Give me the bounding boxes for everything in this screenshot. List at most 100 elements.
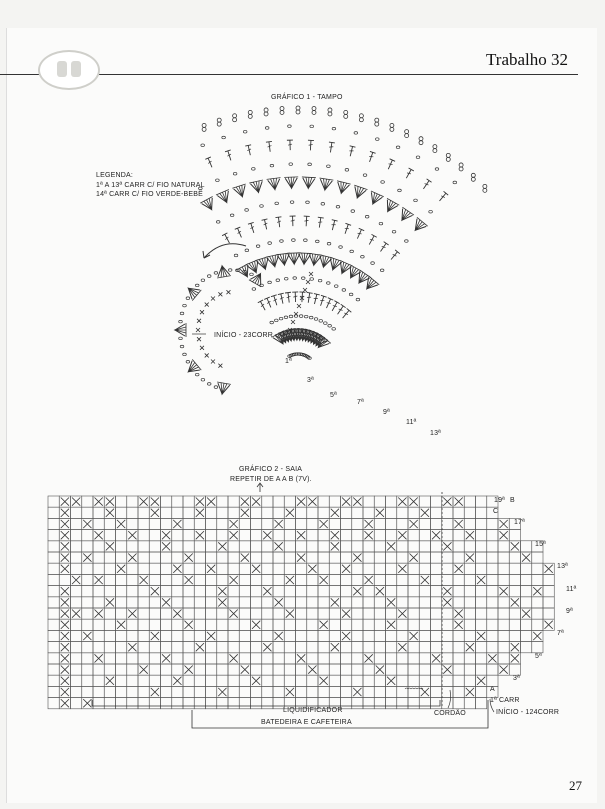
chain-stitch-symbol: [233, 253, 239, 258]
grid-cell: [205, 585, 218, 598]
grid-cell: [328, 630, 341, 642]
grid-cell: [261, 551, 274, 564]
grid-cell: [160, 674, 173, 687]
grid-cell: [418, 562, 431, 575]
double-stitch-symbol: [292, 291, 299, 303]
grid-cell: [452, 686, 465, 698]
grid-cell: [171, 686, 184, 698]
grid-cell: [272, 551, 285, 564]
chain-stitch-symbol: [251, 167, 256, 171]
stitch-stroke: [342, 310, 350, 319]
fan-stitch-stroke: [354, 184, 368, 191]
grid-cell: [205, 506, 218, 519]
chain-stitch-symbol: [348, 292, 354, 297]
grid-cell: [70, 529, 83, 542]
grid-cell: [362, 596, 375, 609]
grid-cell: [182, 596, 195, 609]
chain-stitch-symbol: [195, 283, 200, 288]
filled-cell-mark: [397, 530, 407, 540]
grid-cell: [81, 607, 94, 620]
grid-cell: [441, 641, 454, 654]
fan-stitch-stroke: [258, 257, 266, 271]
chain-stitch-symbol: [267, 280, 272, 285]
grid-cell: [137, 674, 150, 687]
chain-stitch-symbol: [304, 314, 309, 319]
filled-cell-mark: [341, 631, 351, 641]
grid-cell: [283, 540, 296, 553]
stitch-stroke: [424, 183, 429, 186]
chain-stitch-symbol: [327, 324, 332, 328]
grid-cell: [295, 607, 308, 620]
chain-stitch-symbol: [355, 297, 361, 302]
chart1-row-label: 1ª: [285, 358, 292, 365]
grid-cell: [182, 686, 195, 698]
grid-cell: [475, 686, 488, 698]
grid-cell: [385, 630, 398, 642]
fan-stitch-stroke: [336, 180, 351, 185]
grid-cell: [340, 506, 353, 519]
stitch-stroke: [245, 144, 252, 147]
filled-cell-mark: [409, 631, 419, 641]
stitch-stroke: [260, 301, 266, 311]
grid-cell: [295, 641, 308, 654]
grid-cell: [103, 652, 116, 665]
grid-cell: [508, 529, 521, 542]
filled-cell-mark: [60, 642, 70, 652]
double-stitch-symbol: [368, 233, 377, 245]
grid-cell: [340, 663, 353, 676]
grid-cell: [160, 495, 173, 508]
grid-cell: [47, 686, 60, 698]
grid-cell: [407, 562, 420, 575]
grid-cell: [115, 630, 128, 642]
chain-stitch-symbol: [269, 163, 275, 168]
chain-stitch-symbol: [244, 248, 249, 252]
filled-cell-mark: [465, 642, 475, 652]
header-rule: [0, 74, 578, 75]
grid-cell: [283, 630, 296, 642]
grid-cell: [396, 618, 409, 631]
grid-cell: [441, 697, 454, 710]
grid-cell: [463, 574, 476, 586]
chain-stitch-symbol: [326, 164, 331, 168]
grid-cell: [92, 551, 105, 564]
grid-cell: [81, 641, 94, 654]
grid-cell: [430, 495, 443, 508]
chain-stitch-symbol: [179, 311, 185, 316]
double-stitch-symbol: [337, 303, 346, 315]
filled-cell-mark: [60, 687, 70, 697]
grid-cell: [306, 630, 319, 642]
chain-stitch-symbol: [185, 360, 191, 364]
filled-cell-mark: [499, 665, 509, 674]
filled-cell-mark: [71, 609, 81, 618]
grid-cell: [115, 551, 128, 564]
grid-cell: [261, 574, 274, 586]
grid-cell: [328, 652, 341, 665]
grid-cell: [81, 585, 94, 598]
stitch-stroke: [207, 160, 212, 164]
bracket-liquidificador-line: [91, 700, 441, 707]
stitch-stroke: [332, 305, 337, 307]
grid-cell: [418, 663, 431, 676]
grid-cell: [362, 495, 375, 508]
filled-cell-mark: [251, 620, 261, 630]
stitch-stroke: [261, 218, 268, 221]
grid-cell: [137, 618, 150, 631]
grid-cell: [520, 540, 533, 553]
filled-cell-mark: [386, 620, 396, 630]
grid-cell: [227, 686, 240, 698]
grid-cell: [283, 495, 296, 508]
fan-stitch-stroke: [416, 216, 428, 227]
grid-cell: [520, 562, 533, 575]
grid-cell: [148, 529, 161, 542]
fan-stitch-stroke: [368, 275, 380, 286]
grid-cell: [272, 652, 285, 665]
grid-cell: [148, 618, 161, 631]
fan-stitch-stroke: [235, 185, 243, 199]
filled-cell-mark: [105, 676, 115, 686]
grid-cell: [328, 674, 341, 687]
grid-cell: [373, 697, 386, 710]
grid-cell: [520, 618, 533, 631]
filled-cell-mark: [229, 575, 239, 585]
filled-cell-mark: [296, 530, 306, 540]
grid-cell: [362, 562, 375, 575]
